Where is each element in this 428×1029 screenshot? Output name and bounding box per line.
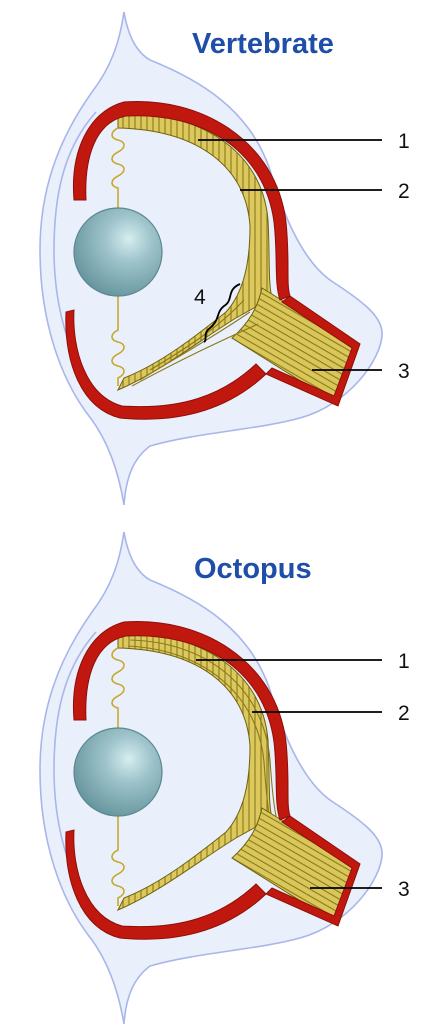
vertebrate-title: Vertebrate <box>192 28 334 60</box>
vertebrate-label-4: 4 <box>194 286 206 309</box>
vertebrate-panel: Vertebrate 1 2 3 4 <box>40 12 410 505</box>
vertebrate-label-1: 1 <box>398 130 410 153</box>
vertebrate-label-2: 2 <box>398 180 410 203</box>
octopus-label-3: 3 <box>398 878 410 901</box>
vertebrate-lens <box>74 208 162 296</box>
octopus-panel: Octopus 1 2 3 <box>40 532 410 1024</box>
octopus-label-1: 1 <box>398 650 410 673</box>
vertebrate-label-3: 3 <box>398 360 410 383</box>
octopus-lens <box>74 728 162 816</box>
octopus-label-2: 2 <box>398 702 410 725</box>
octopus-title: Octopus <box>194 553 312 585</box>
